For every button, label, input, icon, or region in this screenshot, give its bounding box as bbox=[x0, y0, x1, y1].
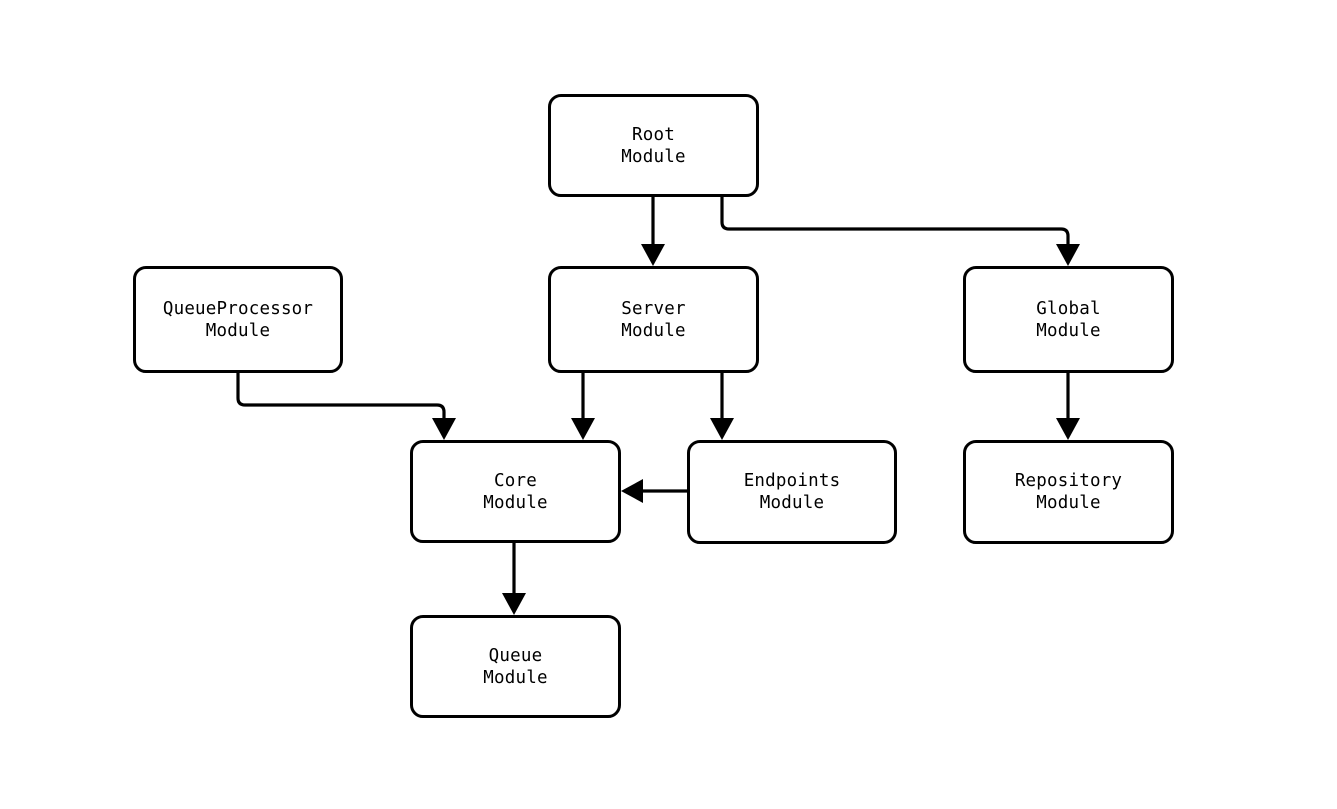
node-core-label: Core Module bbox=[483, 470, 548, 513]
node-root-label: Root Module bbox=[621, 124, 686, 167]
edge-core-to-queue bbox=[502, 543, 526, 615]
node-queue[interactable]: Queue Module bbox=[410, 615, 621, 718]
node-repository[interactable]: Repository Module bbox=[963, 440, 1174, 544]
node-global-label: Global Module bbox=[1036, 298, 1101, 341]
edge-root-to-global bbox=[720, 197, 1080, 266]
node-queueprocessor-label: QueueProcessor Module bbox=[162, 298, 314, 341]
node-repository-label: Repository Module bbox=[1014, 471, 1123, 513]
node-queueprocessor[interactable]: QueueProcessor Module bbox=[133, 266, 343, 373]
edge-server-to-endpoints bbox=[710, 373, 734, 440]
node-endpoints[interactable]: Endpoints Module bbox=[687, 440, 897, 544]
node-root[interactable]: Root Module bbox=[548, 94, 759, 197]
edge-endpoints-to-core bbox=[621, 479, 687, 503]
node-server[interactable]: Server Module bbox=[548, 266, 759, 373]
node-queue-label: Queue Module bbox=[483, 645, 548, 688]
node-global[interactable]: Global Module bbox=[963, 266, 1174, 373]
edge-queueprocessor-to-core bbox=[236, 373, 456, 440]
node-endpoints-label: Endpoints Module bbox=[743, 471, 841, 513]
edge-server-to-core bbox=[571, 373, 595, 440]
node-server-label: Server Module bbox=[621, 298, 686, 341]
node-core[interactable]: Core Module bbox=[410, 440, 621, 543]
edge-global-to-repository bbox=[1056, 373, 1080, 440]
edge-root-to-server bbox=[641, 197, 665, 266]
